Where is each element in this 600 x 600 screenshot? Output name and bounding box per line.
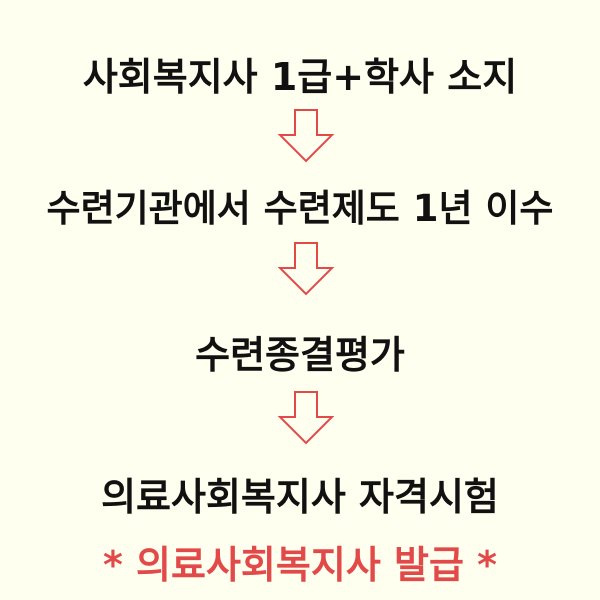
arrow-outline [277,242,335,296]
down-arrow-icon [277,242,335,296]
arrow-outline [277,109,335,163]
arrow-outline [277,391,335,445]
down-arrow-icon [277,391,335,445]
step-3-label: 수련종결평가 [195,333,405,377]
down-arrow-icon [277,109,335,163]
step-1-label: 사회복지사 1급+학사 소지 [82,55,518,99]
result-label: * 의료사회복지사 발급 * [102,543,498,587]
step-4-label: 의료사회복지사 자격시험 [101,475,499,519]
step-2-label: 수련기관에서 수련제도 1년 이수 [46,187,554,230]
